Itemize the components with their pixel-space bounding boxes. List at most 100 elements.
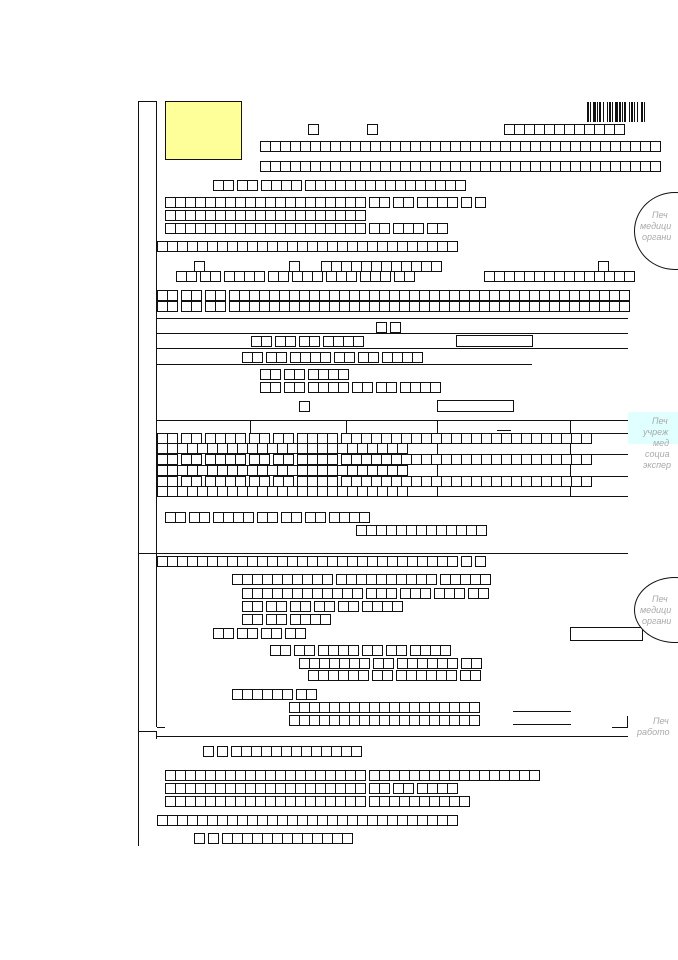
input-box[interactable]	[194, 833, 205, 844]
input-box[interactable]	[614, 124, 625, 135]
input-box[interactable]	[338, 382, 349, 393]
input-box[interactable]	[581, 433, 592, 444]
input-box[interactable]	[291, 512, 302, 523]
input-box[interactable]	[167, 301, 178, 312]
input-box[interactable]	[362, 382, 373, 393]
input-box[interactable]	[312, 271, 323, 282]
input-box[interactable]	[270, 382, 281, 393]
input-box[interactable]	[271, 628, 282, 639]
input-box[interactable]	[358, 670, 369, 681]
input-box[interactable]	[470, 670, 481, 681]
input-box[interactable]	[208, 833, 219, 844]
input-box[interactable]	[426, 574, 437, 585]
input-box[interactable]	[367, 124, 378, 135]
input-box[interactable]	[529, 770, 540, 781]
input-box[interactable]	[294, 382, 305, 393]
input-box[interactable]	[299, 401, 310, 412]
input-box[interactable]	[338, 369, 349, 380]
input-box[interactable]	[199, 512, 210, 523]
input-box[interactable]	[217, 746, 228, 757]
input-box[interactable]	[175, 512, 186, 523]
input-box[interactable]	[413, 223, 424, 234]
input-box[interactable]	[355, 223, 366, 234]
input-box[interactable]	[382, 670, 393, 681]
input-box[interactable]	[455, 180, 466, 191]
input-box[interactable]	[355, 796, 366, 807]
input-box[interactable]	[282, 689, 293, 700]
input-box[interactable]	[308, 124, 319, 135]
input-box[interactable]	[243, 512, 254, 523]
input-box[interactable]	[223, 180, 234, 191]
input-box[interactable]	[252, 601, 263, 612]
input-box[interactable]	[355, 770, 366, 781]
input-box[interactable]	[386, 382, 397, 393]
input-box[interactable]	[235, 454, 246, 465]
input-box[interactable]	[320, 614, 331, 625]
input-box[interactable]	[379, 783, 390, 794]
input-box[interactable]	[403, 783, 414, 794]
input-box[interactable]	[252, 614, 263, 625]
input-box[interactable]	[352, 588, 363, 599]
input-box[interactable]	[403, 197, 414, 208]
input-box[interactable]	[186, 271, 197, 282]
input-box[interactable]	[276, 601, 287, 612]
input-box[interactable]	[348, 601, 359, 612]
input-box[interactable]	[624, 271, 635, 282]
input-box[interactable]	[194, 261, 205, 272]
input-box[interactable]	[431, 261, 442, 272]
input-box[interactable]	[379, 197, 390, 208]
input-box[interactable]	[355, 197, 366, 208]
input-box[interactable]	[191, 290, 202, 301]
input-box[interactable]	[447, 783, 458, 794]
input-box[interactable]	[446, 670, 457, 681]
input-box[interactable]	[404, 271, 415, 282]
input-box[interactable]	[619, 301, 630, 312]
input-box[interactable]	[412, 352, 423, 363]
input-box[interactable]	[461, 556, 472, 567]
input-box[interactable]	[210, 271, 221, 282]
input-box[interactable]	[348, 645, 359, 656]
input-box[interactable]	[447, 815, 458, 826]
input-box[interactable]	[392, 601, 403, 612]
input-box[interactable]	[386, 588, 397, 599]
input-box[interactable]	[397, 465, 408, 476]
input-box[interactable]	[315, 512, 326, 523]
input-box[interactable]	[215, 290, 226, 301]
input-box[interactable]	[372, 645, 383, 656]
input-box[interactable]	[397, 486, 408, 497]
input-box[interactable]	[390, 322, 401, 333]
input-box[interactable]	[351, 746, 362, 757]
input-box[interactable]	[267, 512, 278, 523]
input-box[interactable]	[359, 658, 370, 669]
input-box[interactable]	[270, 369, 281, 380]
input-box[interactable]	[261, 336, 272, 347]
input-box[interactable]	[283, 454, 294, 465]
input-box[interactable]	[322, 574, 333, 585]
input-box[interactable]	[469, 702, 480, 713]
input-box[interactable]	[478, 588, 489, 599]
input-box[interactable]	[447, 556, 458, 567]
input-box[interactable]	[327, 454, 338, 465]
input-box[interactable]	[276, 352, 287, 363]
input-box[interactable]	[295, 628, 306, 639]
input-box[interactable]	[581, 476, 592, 487]
input-box[interactable]	[353, 336, 364, 347]
input-box[interactable]	[304, 645, 315, 656]
input-box[interactable]	[259, 454, 270, 465]
input-box[interactable]	[280, 645, 291, 656]
input-box[interactable]	[191, 301, 202, 312]
input-box[interactable]	[300, 601, 311, 612]
input-box[interactable]	[346, 271, 357, 282]
input-box[interactable]	[324, 601, 335, 612]
input-box[interactable]	[440, 645, 451, 656]
input-box[interactable]	[215, 301, 226, 312]
input-box[interactable]	[437, 223, 448, 234]
input-box[interactable]	[650, 161, 661, 172]
input-box[interactable]	[447, 197, 458, 208]
input-box[interactable]	[619, 290, 630, 301]
input-box[interactable]	[252, 352, 263, 363]
input-box[interactable]	[471, 658, 482, 669]
input-box[interactable]	[420, 588, 431, 599]
input-box[interactable]	[581, 454, 592, 465]
input-box[interactable]	[475, 556, 486, 567]
